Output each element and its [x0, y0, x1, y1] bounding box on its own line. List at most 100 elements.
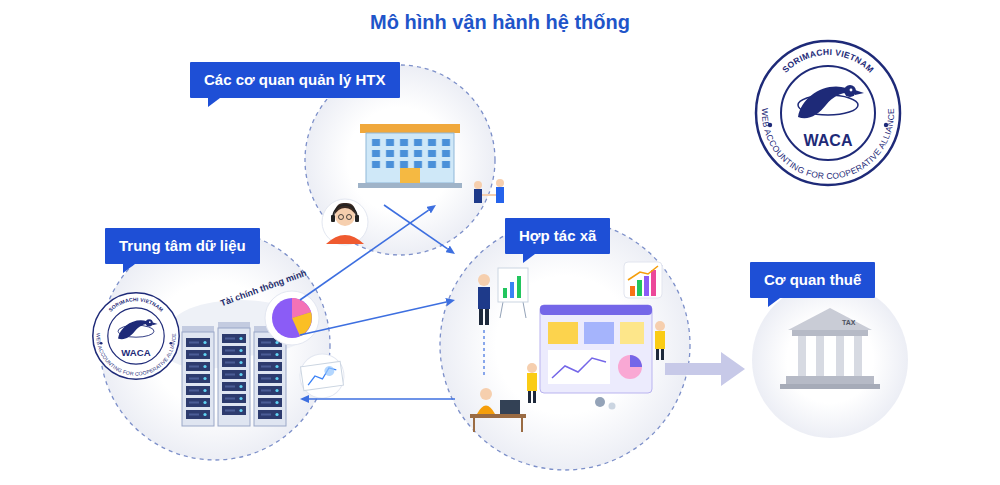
illustration-part — [152, 322, 157, 325]
illustration-part — [855, 90, 864, 95]
illustration-part — [93, 293, 179, 379]
illustration-part — [474, 189, 482, 203]
illustration-part — [510, 282, 514, 298]
illustration-part — [169, 342, 172, 345]
illustration-part — [297, 351, 347, 401]
operator-figure — [322, 199, 368, 245]
node-label: Hợp tác xã — [505, 218, 610, 254]
illustration-part — [523, 302, 526, 318]
illustration-part — [496, 187, 504, 203]
illustration-part — [496, 179, 504, 187]
illustration-part — [108, 308, 164, 364]
illustration-part — [624, 262, 662, 298]
illustration-part — [272, 298, 312, 338]
illustration-part — [780, 384, 880, 389]
illustration-part — [258, 337, 282, 421]
illustration-part — [850, 89, 853, 92]
illustration-part — [480, 388, 492, 400]
flow-arrow — [300, 302, 446, 335]
illustration-part — [331, 215, 335, 222]
illustration-part — [655, 321, 665, 331]
illustration-part — [540, 305, 652, 315]
report-sheet — [297, 351, 347, 401]
illustration-part — [326, 235, 364, 244]
illustration-part — [324, 365, 335, 376]
illustration-part — [756, 41, 900, 185]
flow-arrow — [384, 205, 448, 249]
illustration-part — [322, 199, 368, 245]
diagram-title: Mô hình vận hành hệ thống — [0, 0, 1000, 34]
illustration-part — [218, 328, 250, 426]
logo-ring-text: WEB ACCOUNTING FOR COOPERATIVE ALLIANCE — [95, 333, 176, 377]
illustration-part — [473, 418, 475, 432]
flow-arrow — [665, 363, 721, 375]
logo-ring-path-text: WEB ACCOUNTING FOR COOPERATIVE ALLIANCE — [95, 333, 176, 377]
illustration-part — [369, 136, 453, 169]
office-building — [358, 124, 462, 188]
logo-ring-path-text: SORIMACHI VIETNAM — [780, 47, 876, 75]
illustration-part — [101, 301, 171, 336]
illustration-part — [798, 87, 856, 119]
presenter-figure — [478, 268, 528, 325]
waca-logo: SORIMACHI VIETNAM WEB ACCOUNTING FOR COOP… — [93, 293, 179, 379]
illustration-part — [355, 215, 359, 222]
illustration-part — [503, 288, 507, 298]
illustration-part — [333, 205, 357, 217]
illustration-part — [300, 205, 721, 399]
illustration-part — [440, 220, 690, 470]
tax-building — [780, 308, 880, 389]
illustration-part — [786, 376, 874, 384]
illustration-part — [527, 373, 537, 391]
illustration-part — [500, 400, 520, 414]
illustration-part — [609, 403, 616, 410]
logo-wordmark: WACA — [121, 347, 150, 358]
illustration-part — [146, 319, 153, 326]
illustration-part — [644, 276, 649, 296]
building-sign: TAX — [842, 319, 855, 326]
illustration-part — [301, 361, 344, 390]
illustration-part — [334, 203, 356, 216]
illustration-part — [770, 55, 886, 113]
illustration-part — [637, 280, 642, 296]
illustration-part — [479, 309, 483, 325]
logo-ring-text: SORIMACHI VIETNAM — [107, 296, 165, 313]
illustration-part — [651, 270, 656, 296]
illustration-part — [768, 123, 772, 127]
illustration-part — [498, 268, 528, 302]
growth-chart-icon — [624, 262, 662, 298]
illustration-part — [661, 349, 664, 360]
illustration-part — [186, 337, 210, 421]
illustration-part — [118, 325, 154, 337]
pie-chart-icon — [265, 291, 319, 345]
illustration-part — [482, 194, 496, 196]
label-anchor: TAX — [842, 319, 855, 326]
dashed-link — [483, 330, 484, 378]
illustration-part — [798, 95, 858, 115]
flow-arrow — [300, 210, 429, 300]
logo-ring-path-text: WEB ACCOUNTING FOR COOPERATIVE ALLIANCE — [760, 108, 896, 181]
illustration-part — [548, 350, 610, 384]
illustration-part — [100, 342, 103, 345]
diagram-node: Trung tâm dữ liệu — [100, 225, 300, 445]
illustration-part — [222, 333, 246, 417]
logo-ring-path-text: SORIMACHI VIETNAM — [107, 296, 165, 313]
illustration-part — [528, 391, 531, 403]
illustration-part — [798, 336, 806, 376]
illustration-part — [358, 183, 462, 188]
handshake-figures — [474, 179, 504, 203]
illustration-part — [366, 133, 454, 183]
illustration-part — [844, 85, 856, 97]
node-label: Cơ quan thuế — [750, 262, 875, 298]
dashboard-screen — [540, 305, 652, 410]
diagram-node: Hợp tác xã — [455, 215, 665, 445]
label-anchor: Tài chính thông minh — [218, 283, 309, 293]
illustration-part — [347, 215, 352, 220]
illustration-part — [792, 330, 868, 336]
illustration-part — [254, 332, 286, 426]
illustration-part — [884, 123, 888, 127]
illustration-part — [628, 266, 658, 280]
logo-wordmark: WACA — [804, 132, 853, 149]
illustration-part — [548, 322, 578, 344]
illustration-part — [788, 308, 872, 330]
